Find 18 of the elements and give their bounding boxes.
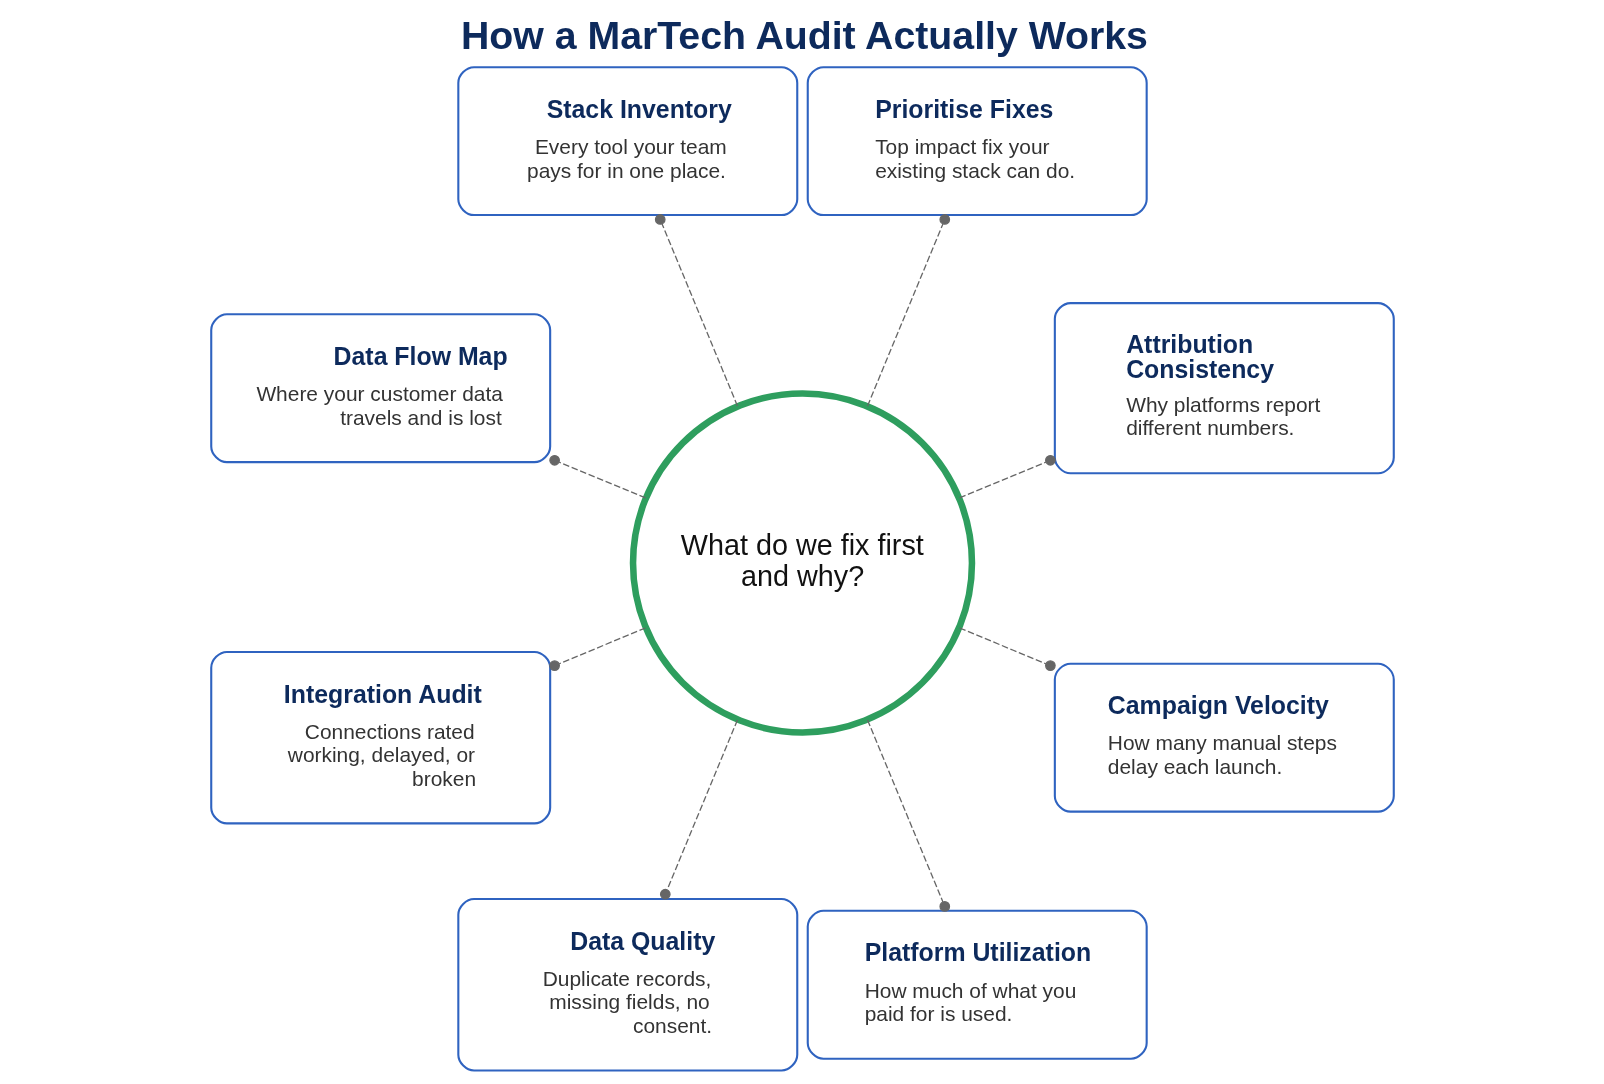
connector bbox=[548, 454, 646, 499]
connector bbox=[548, 627, 646, 671]
node-circle: What do we fix first and why? bbox=[629, 390, 975, 736]
node-box: Data Quality Duplicate records, missing fields, no consent. bbox=[456, 898, 798, 1072]
node-box: Attribution Consistency Why platforms report different numbers. bbox=[1053, 302, 1395, 475]
node-box: Platform Utilization How much of what you paid for is used. bbox=[806, 909, 1148, 1060]
node-box: Integration Audit Connections rated working, delayed, or broken bbox=[209, 650, 551, 825]
connector bbox=[659, 719, 738, 900]
diagram-title: How a MarTech Audit Actually Works bbox=[460, 12, 1148, 57]
connector bbox=[654, 214, 738, 407]
connector bbox=[866, 214, 950, 407]
connector bbox=[958, 454, 1056, 499]
connector bbox=[866, 719, 950, 912]
node-box: Campaign Velocity How many manual steps delay each launch. bbox=[1053, 662, 1395, 813]
node-box: Stack Inventory Every tool your team pays for in one place. bbox=[456, 66, 798, 217]
connector bbox=[958, 627, 1056, 671]
node-box: Prioritise Fixes Top impact fix your existing stack can do. bbox=[806, 66, 1148, 217]
node-box: Data Flow Map Where your customer data travels and is lost bbox=[209, 313, 551, 464]
